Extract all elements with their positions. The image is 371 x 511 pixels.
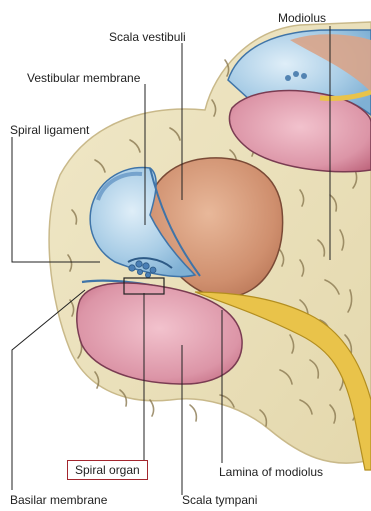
spiral-ligament-label: Spiral ligament [10, 123, 89, 137]
lamina-of-modiolus-label: Lamina of modiolus [219, 465, 323, 479]
vestibular-membrane-label: Vestibular membrane [27, 71, 140, 85]
basilar-membrane-label: Basilar membrane [10, 493, 107, 507]
spiral-organ-label: Spiral organ [67, 460, 148, 480]
scala-tympani-label: Scala tympani [182, 493, 257, 507]
modiolus-label: Modiolus [278, 11, 326, 25]
scala-vestibuli-label: Scala vestibuli [109, 30, 186, 44]
